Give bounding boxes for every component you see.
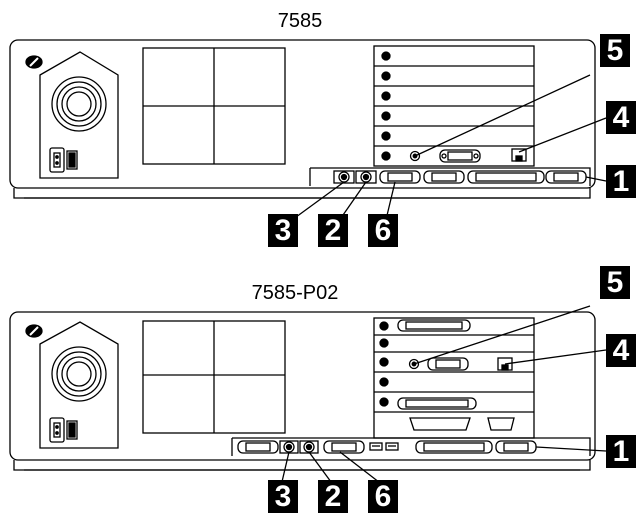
power-inlet-icon <box>49 147 65 173</box>
callout-5-bottom: 5 <box>600 266 630 299</box>
system-unit-7585 <box>9 39 607 229</box>
parallel-port-icon <box>397 397 477 410</box>
keylock-icon <box>25 324 43 338</box>
callout-1-bottom: 1 <box>606 435 636 468</box>
callout-4-top: 4 <box>606 101 636 134</box>
serial-port-icon <box>379 170 421 184</box>
serial-port-icon <box>323 440 365 454</box>
mouse-port-icon <box>333 170 355 184</box>
system-unit-7585-p02 <box>9 305 607 487</box>
callout-leaders <box>280 74 607 229</box>
parallel-port-icon <box>467 170 545 184</box>
diagram-title-7585-p02: 7585-P02 <box>251 282 339 304</box>
callout-4-bottom: 4 <box>606 334 636 367</box>
callout-6-top: 6 <box>368 214 398 247</box>
power-switch-icon <box>66 420 78 440</box>
serial-port-icon <box>237 440 279 454</box>
power-inlet-icon <box>49 417 65 443</box>
video-port-icon <box>427 357 469 371</box>
callout-3-top: 3 <box>268 214 298 247</box>
callout-leaders <box>280 305 607 487</box>
network-port-icon <box>511 148 527 162</box>
network-port-icon <box>497 357 513 371</box>
power-supply-fan-icon <box>39 321 119 449</box>
callout-1-top: 1 <box>606 165 636 198</box>
parallel-port-icon <box>415 440 493 454</box>
mouse-port-icon <box>279 440 299 454</box>
usb-port-icon <box>369 442 399 451</box>
power-switch-icon <box>66 150 78 170</box>
keyboard-port-icon <box>355 170 377 184</box>
keyboard-port-icon <box>299 440 319 454</box>
diagram-title-7585: 7585 <box>277 10 323 32</box>
callout-6-bottom: 6 <box>368 480 398 513</box>
serial-port-icon <box>423 170 465 184</box>
video-port-icon <box>545 170 587 184</box>
video-port-icon <box>495 440 537 454</box>
video-port-icon <box>439 149 481 163</box>
parallel-port-icon <box>397 319 471 332</box>
expansion-slots <box>373 45 535 167</box>
callout-3-bottom: 3 <box>268 480 298 513</box>
power-supply-fan-icon <box>39 51 119 179</box>
keylock-icon <box>25 55 43 69</box>
rear-connector-strip <box>309 167 591 186</box>
expansion-slots <box>373 317 535 439</box>
callout-2-bottom: 2 <box>318 480 348 513</box>
callout-2-top: 2 <box>318 214 348 247</box>
callout-5-top: 5 <box>600 34 630 67</box>
